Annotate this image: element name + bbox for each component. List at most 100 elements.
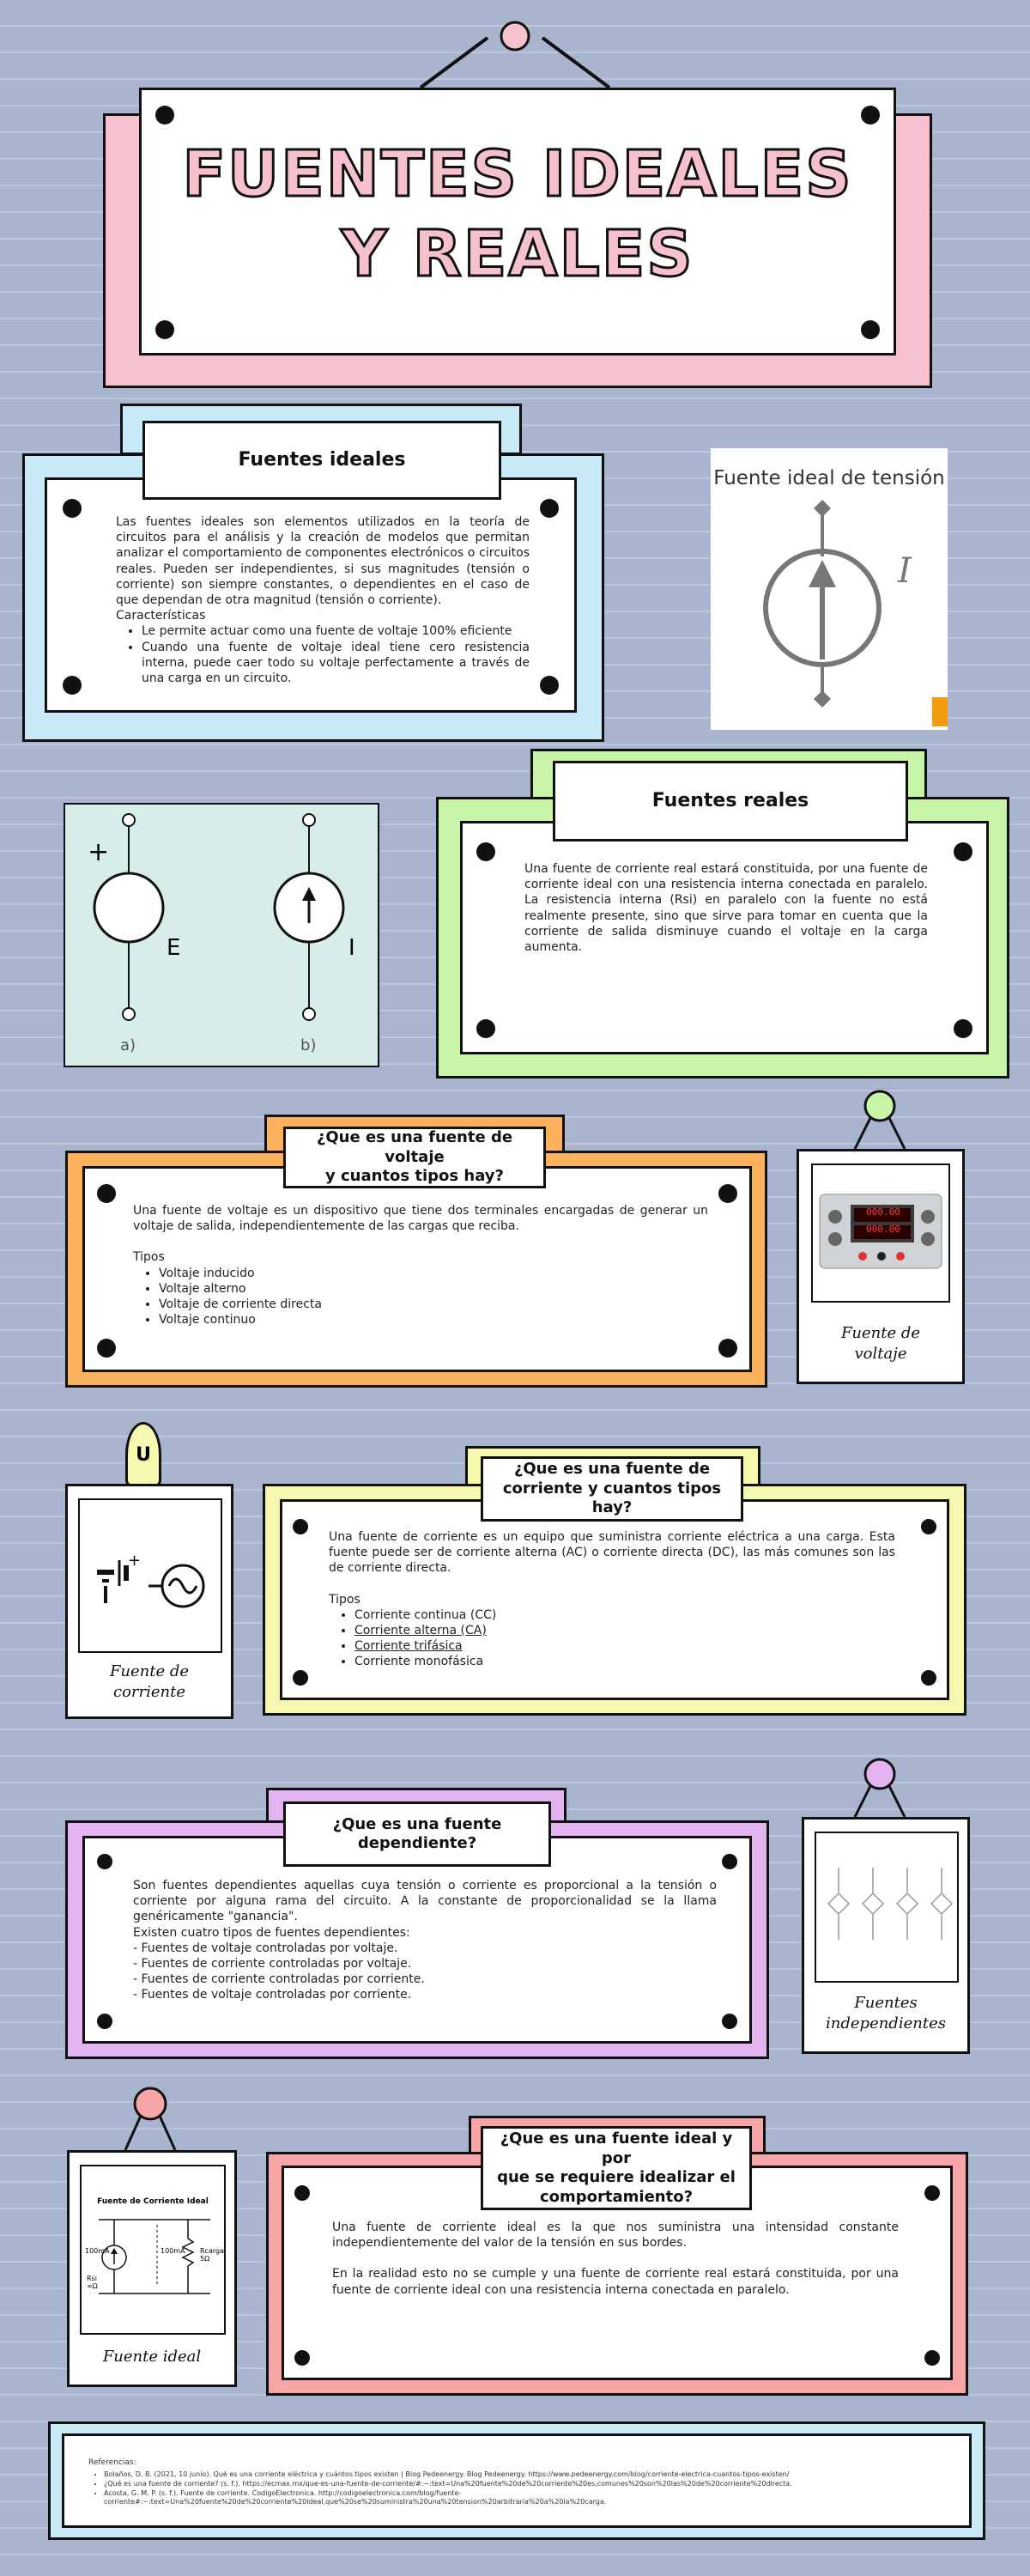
ideal-voltage-source-icon: [763, 500, 882, 708]
corriente-hook: U: [125, 1422, 161, 1487]
voltaje-frame: 000.00 000.00 Fuente de voltaje: [797, 1149, 965, 1384]
ideales-body: Las fuentes ideales son elementos utiliz…: [116, 514, 530, 686]
reference-item: ¿Qué es una fuente de corriente? (s. f.)…: [104, 2480, 954, 2489]
dependiente-paragraph: Son fuentes dependientes aquellas cuya t…: [133, 1879, 717, 1924]
ideal-heading-line3: comportamiento?: [539, 2187, 694, 2206]
caption-a: a): [120, 1036, 136, 1054]
ideales-bullet: Le permite actuar como una fuente de vol…: [142, 623, 530, 639]
dependiente-frame-caption: Fuentes independientes: [804, 1993, 967, 2035]
dependiente-heading-line2: dependiente?: [357, 1834, 477, 1852]
voltaje-type-item: Voltaje alterno: [159, 1281, 708, 1297]
corriente-heading-line1: ¿Que es una fuente de: [513, 1460, 711, 1479]
corriente-heading: ¿Que es una fuente de corriente y cuanto…: [481, 1456, 743, 1522]
references-label: Referencias:: [88, 2458, 136, 2467]
voltaje-heading-line1: ¿Que es una fuente de voltaje: [316, 1128, 513, 1166]
corriente-type-item: Corriente continua (CC): [354, 1607, 895, 1623]
voltaje-heading-line2: y cuantos tipos hay?: [325, 1167, 504, 1186]
dependiente-body: Son fuentes dependientes aquellas cuya t…: [133, 1878, 717, 2003]
corriente-types-label: Tipos: [329, 1592, 360, 1607]
voltaje-heading: ¿Que es una fuente de voltaje y cuantos …: [283, 1127, 546, 1188]
diagram-mid-label: 100mA: [161, 2247, 185, 2255]
corriente-card: Una fuente de corriente es un equipo que…: [280, 1499, 949, 1700]
ideal-heading: ¿Que es una fuente ideal y por que se re…: [481, 2126, 752, 2210]
diagram-left-label: 100mA: [85, 2247, 110, 2255]
caption-line: Fuentes: [854, 1994, 918, 2012]
diagram-left-sub: Rsi ∞Ω: [87, 2275, 98, 2290]
battery-ac-source-icon: +: [97, 1552, 205, 1608]
frame-hanger-icon: [124, 2087, 177, 2151]
tension-image-title: Fuente ideal de tensión: [713, 467, 945, 489]
reference-item: Bolaños, D. B. (2021, 10 junio). Qué es …: [104, 2470, 954, 2480]
ideal-paragraph-1: Una fuente de corriente ideal es la que …: [332, 2221, 899, 2251]
dependiente-line: Existen cuatro tipos de fuentes dependie…: [133, 1925, 410, 1940]
power-supply-device-icon: [819, 1194, 942, 1269]
caption-line: Fuente de: [840, 1324, 921, 1342]
dependent-sources-icon: [827, 1868, 954, 1940]
ideal-current-source-icon: [99, 2219, 210, 2294]
ideal-paragraph-2: En la realidad esto no se cumple y una f…: [332, 2267, 899, 2297]
reference-item: Acosta, G. M. P. (s. f.). Fuente de corr…: [104, 2489, 954, 2508]
ideal-current-diagram: Fuente de Corriente Ideal 100mA Rsi ∞Ω 1…: [80, 2165, 226, 2335]
dependiente-line: - Fuentes de corriente controladas por v…: [133, 1956, 412, 1971]
sources-diagram: + E I a) b): [64, 803, 379, 1067]
corner-tag: [932, 697, 948, 726]
voltaje-type-item: Voltaje continuo: [159, 1312, 708, 1327]
voltaje-type-item: Voltaje de corriente directa: [159, 1297, 708, 1312]
reales-heading: Fuentes reales: [553, 761, 908, 841]
plus-sign: +: [88, 837, 110, 867]
diagram-right-label: Rcarga 5Ω: [200, 2247, 224, 2263]
dependiente-frame: Fuentes independientes: [802, 1817, 970, 2054]
page-title: FUENTES IDEALES Y REALES: [142, 135, 894, 294]
battery-ac-image: +: [78, 1498, 222, 1653]
voltage-current-sources-icon: [93, 813, 345, 1021]
voltaje-card: Una fuente de voltaje es un dispositivo …: [82, 1166, 752, 1372]
corriente-body: Una fuente de corriente es un equipo que…: [329, 1529, 895, 1670]
label-i: I: [348, 935, 355, 961]
label-e: E: [167, 935, 181, 961]
title-line-1: FUENTES IDEALES: [181, 137, 853, 213]
ideales-card: Las fuentes ideales son elementos utiliz…: [45, 477, 577, 713]
dependiente-heading-line1: ¿Que es una fuente: [332, 1814, 502, 1833]
dependiente-line: - Fuentes de corriente controladas por c…: [133, 1972, 425, 1987]
voltaje-type-item: Voltaje inducido: [159, 1266, 708, 1281]
title-card: FUENTES IDEALES Y REALES: [139, 88, 896, 355]
voltaje-frame-caption: Fuente de voltaje: [799, 1323, 962, 1365]
device-display-2: 000.00: [866, 1224, 900, 1235]
caption-line: corriente: [112, 1683, 185, 1702]
corriente-frame: + Fuente de corriente: [65, 1484, 233, 1719]
ideales-heading: Fuentes ideales: [142, 421, 501, 500]
dependiente-card: Son fuentes dependientes aquellas cuya t…: [82, 1836, 752, 2044]
ideal-frame-caption: Fuente ideal: [102, 2348, 202, 2366]
hanger-string-icon: [419, 21, 611, 89]
tension-image: Fuente ideal de tensión I: [711, 448, 948, 730]
reales-paragraph: Una fuente de corriente real estará cons…: [524, 862, 928, 954]
references-list: Bolaños, D. B. (2021, 10 junio). Qué es …: [104, 2470, 954, 2507]
device-display-1: 000.00: [866, 1206, 900, 1218]
caption-line: independientes: [826, 2014, 946, 2033]
voltaje-body: Una fuente de voltaje es un dispositivo …: [133, 1203, 708, 1327]
corriente-type-item: Corriente alterna (CA): [354, 1623, 895, 1638]
hook-letter: U: [136, 1443, 151, 1466]
corriente-type-item: Corriente monofásica: [354, 1654, 895, 1669]
ideales-characteristics-label: Características: [116, 609, 206, 623]
svg-text:+: +: [128, 1552, 141, 1570]
ideal-heading-line1: ¿Que es una fuente ideal y por: [500, 2129, 733, 2167]
caption-line: Fuente de: [109, 1662, 190, 1680]
corriente-heading-line2: corriente y cuantos tipos hay?: [502, 1479, 722, 1517]
ideales-bullet: Cuando una fuente de voltaje ideal tiene…: [142, 640, 530, 687]
references-card: Referencias: Bolaños, D. B. (2021, 10 ju…: [62, 2433, 972, 2528]
corriente-paragraph: Una fuente de corriente es un equipo que…: [329, 1530, 895, 1576]
dependiente-line: - Fuentes de voltaje controladas por vol…: [133, 1941, 398, 1955]
tension-symbol-label: I: [898, 551, 912, 591]
voltaje-paragraph: Una fuente de voltaje es un dispositivo …: [133, 1204, 708, 1234]
ideal-heading-line2: que se requiere idealizar el: [497, 2168, 736, 2186]
caption-line: voltaje: [854, 1345, 907, 1364]
title-line-2: Y REALES: [340, 216, 694, 292]
dependent-sources-image: [815, 1832, 959, 1983]
dependiente-heading: ¿Que es una fuente dependiente?: [283, 1801, 551, 1867]
reales-card: Una fuente de corriente real estará cons…: [460, 821, 989, 1054]
frame-hanger-icon: [853, 1758, 906, 1818]
ideal-frame: Fuente de Corriente Ideal 100mA Rsi ∞Ω 1…: [67, 2150, 237, 2387]
power-supply-image: 000.00 000.00: [811, 1163, 950, 1303]
diagram-title: Fuente de Corriente Ideal: [97, 2197, 209, 2206]
